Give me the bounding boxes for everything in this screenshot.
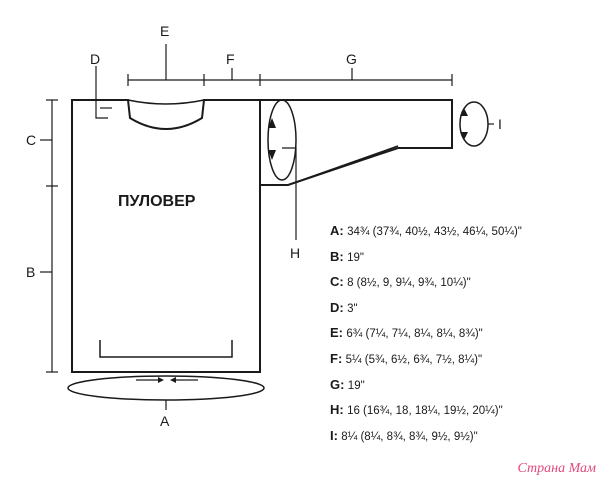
cap-circle-H	[267, 99, 297, 181]
cap-arrow-1	[268, 118, 276, 128]
label-B: B	[26, 264, 35, 280]
legend-key: C:	[330, 274, 344, 290]
label-G: G	[346, 51, 357, 67]
hem-circle-A	[67, 375, 265, 401]
legend-row: F: 5¼ (5¾, 6½, 6¾, 7½, 8¼)"	[330, 346, 602, 372]
legend-row: G: 19"	[330, 372, 602, 398]
legend-key: E:	[330, 325, 343, 341]
legend-value: 8 (8½, 9, 9¼, 9¾, 10¼)"	[347, 277, 471, 290]
cuff-arrow-1	[460, 108, 468, 116]
legend-value: 34¾ (37¾, 40½, 43½, 46¼, 50¼)"	[347, 226, 522, 238]
legend-value: 19"	[347, 379, 365, 392]
sleeve-underarm	[287, 145, 399, 186]
H-leader	[282, 147, 297, 240]
cuff-arrow-2	[460, 132, 468, 140]
neckline-curve	[127, 99, 205, 105]
legend-key: G:	[330, 376, 345, 392]
cap-arrow-2	[268, 150, 276, 160]
legend-value: 16 (16¾, 18, 18¼, 19½, 20¼)"	[347, 405, 503, 418]
label-I: I	[498, 116, 502, 132]
sleeve-outline	[260, 99, 453, 186]
legend-value: 5¼ (5¾, 6½, 6¾, 7½, 8¼)"	[345, 353, 483, 366]
legend-value: 3"	[347, 302, 358, 315]
legend-row: I: 8¼ (8¼, 8¾, 8¾, 9½, 9½)"	[330, 423, 602, 449]
legend-row: C: 8 (8½, 9, 9¼, 9¾, 10¼)"	[330, 269, 602, 295]
garment-label: ПУЛОВЕР	[118, 193, 196, 210]
watermark: Страна Мам	[517, 461, 597, 476]
hem-ribbing	[99, 340, 233, 358]
label-F: F	[226, 51, 235, 67]
legend-value: 6¾ (7¼, 7¼, 8¼, 8¼, 8¾)"	[346, 328, 483, 341]
body-outline	[71, 99, 261, 373]
label-H: H	[290, 245, 300, 261]
legend-row: D: 3"	[330, 295, 602, 321]
legend-key: A:	[330, 223, 344, 238]
A-arrowhead-right	[158, 377, 164, 383]
label-A: A	[160, 413, 170, 429]
legend-row: E: 6¾ (7¼, 7¼, 8¼, 8¼, 8¾)"	[330, 320, 602, 346]
label-C: C	[26, 132, 36, 148]
legend-row: A: 34¾ (37¾, 40½, 43½, 46¼, 50¼)"	[330, 218, 602, 244]
measurements-legend: A: 34¾ (37¾, 40½, 43½, 46¼, 50¼)"B: 19"C…	[330, 218, 602, 448]
label-E: E	[160, 23, 169, 39]
label-D: D	[90, 51, 100, 67]
A-arrowhead-left	[170, 377, 176, 383]
legend-value: 8¼ (8¼, 8¾, 8¾, 9½, 9½)"	[341, 430, 478, 443]
legend-key: D:	[330, 299, 344, 315]
legend-key: I:	[330, 427, 338, 443]
legend-key: B:	[330, 248, 344, 264]
legend-row: H: 16 (16¾, 18, 18¼, 19½, 20¼)"	[330, 397, 602, 423]
legend-row: B: 19"	[330, 244, 602, 270]
legend-key: H:	[330, 402, 344, 418]
D-leader	[95, 66, 108, 119]
legend-key: F:	[330, 350, 343, 366]
legend-value: 19"	[347, 251, 364, 264]
